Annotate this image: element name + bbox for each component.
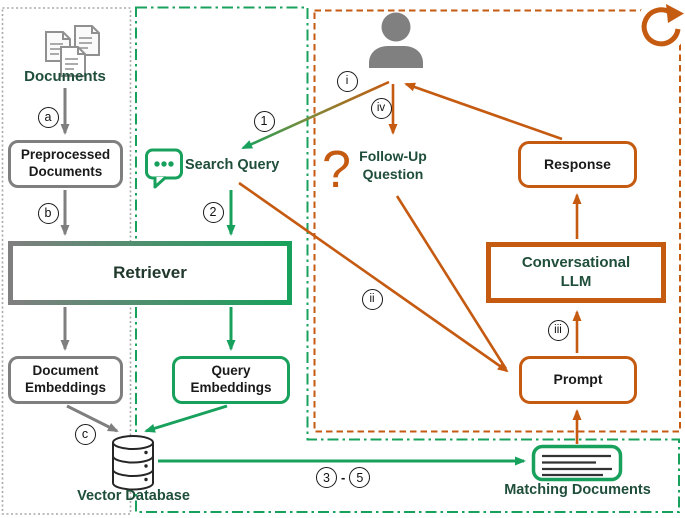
arrow-searchquery-prompt xyxy=(238,181,509,373)
step-iv-badge: iv xyxy=(370,97,392,119)
response-box: Response xyxy=(518,141,637,188)
database-icon xyxy=(112,435,154,491)
preprocessed-documents-box: Preprocessed Documents xyxy=(8,140,123,188)
search-query-label: Search Query xyxy=(185,157,280,173)
query-embeddings-box: Query Embeddings xyxy=(172,356,290,404)
arrow-docembeddings-vectordb xyxy=(66,404,119,433)
matching-documents-label: Matching Documents xyxy=(504,482,651,498)
region-conversation-border xyxy=(313,9,681,433)
question-mark-icon: ? xyxy=(322,141,351,199)
step-ii-badge: ii xyxy=(361,288,383,310)
arrow-response-user xyxy=(404,82,563,141)
prompt-box: Prompt xyxy=(519,356,637,404)
step-i-badge: i xyxy=(336,70,358,92)
refresh-icon xyxy=(635,1,685,53)
step-iii-badge: iii xyxy=(547,319,569,341)
step-1-badge: 1 xyxy=(253,110,275,132)
retriever-label: Retriever xyxy=(113,263,187,283)
response-label: Response xyxy=(544,155,611,172)
arrow-user-searchquery xyxy=(241,80,390,150)
conversational-llm-label: Conversational LLM xyxy=(521,253,631,290)
vector-database-label: Vector Database xyxy=(77,488,190,504)
step-5-circle: 5 xyxy=(349,467,371,488)
step-3-circle: 3 xyxy=(316,467,337,488)
retriever-box: Retriever xyxy=(8,241,292,305)
speech-bubble-icon xyxy=(145,148,183,189)
preprocessed-documents-label: Preprocessed Documents xyxy=(20,147,111,179)
matching-documents-icon xyxy=(531,444,623,482)
document-embeddings-label: Document Embeddings xyxy=(24,363,106,395)
step-b-badge: b xyxy=(37,202,59,224)
conversational-llm-box: Conversational LLM xyxy=(486,242,666,303)
arrow-queryembeddings-vectordb xyxy=(144,404,228,433)
document-embeddings-box: Document Embeddings xyxy=(8,356,123,404)
documents-icon xyxy=(45,25,100,77)
query-embeddings-label: Query Embeddings xyxy=(190,363,272,395)
documents-label: Documents xyxy=(24,68,106,85)
prompt-label: Prompt xyxy=(553,371,603,388)
region-ingestion-border xyxy=(1,7,132,515)
region-retrieval-border xyxy=(135,6,680,513)
follow-up-question-label: Follow-Up Question xyxy=(359,148,427,183)
step-2-badge: 2 xyxy=(202,201,224,223)
step-3-5-badge: 3 - 5 xyxy=(316,467,371,488)
user-icon xyxy=(369,12,423,68)
step-c-badge: c xyxy=(74,423,96,445)
step-range-dash: - xyxy=(341,470,346,485)
step-a-badge: a xyxy=(37,106,59,128)
arrow-followup-prompt xyxy=(395,195,508,370)
